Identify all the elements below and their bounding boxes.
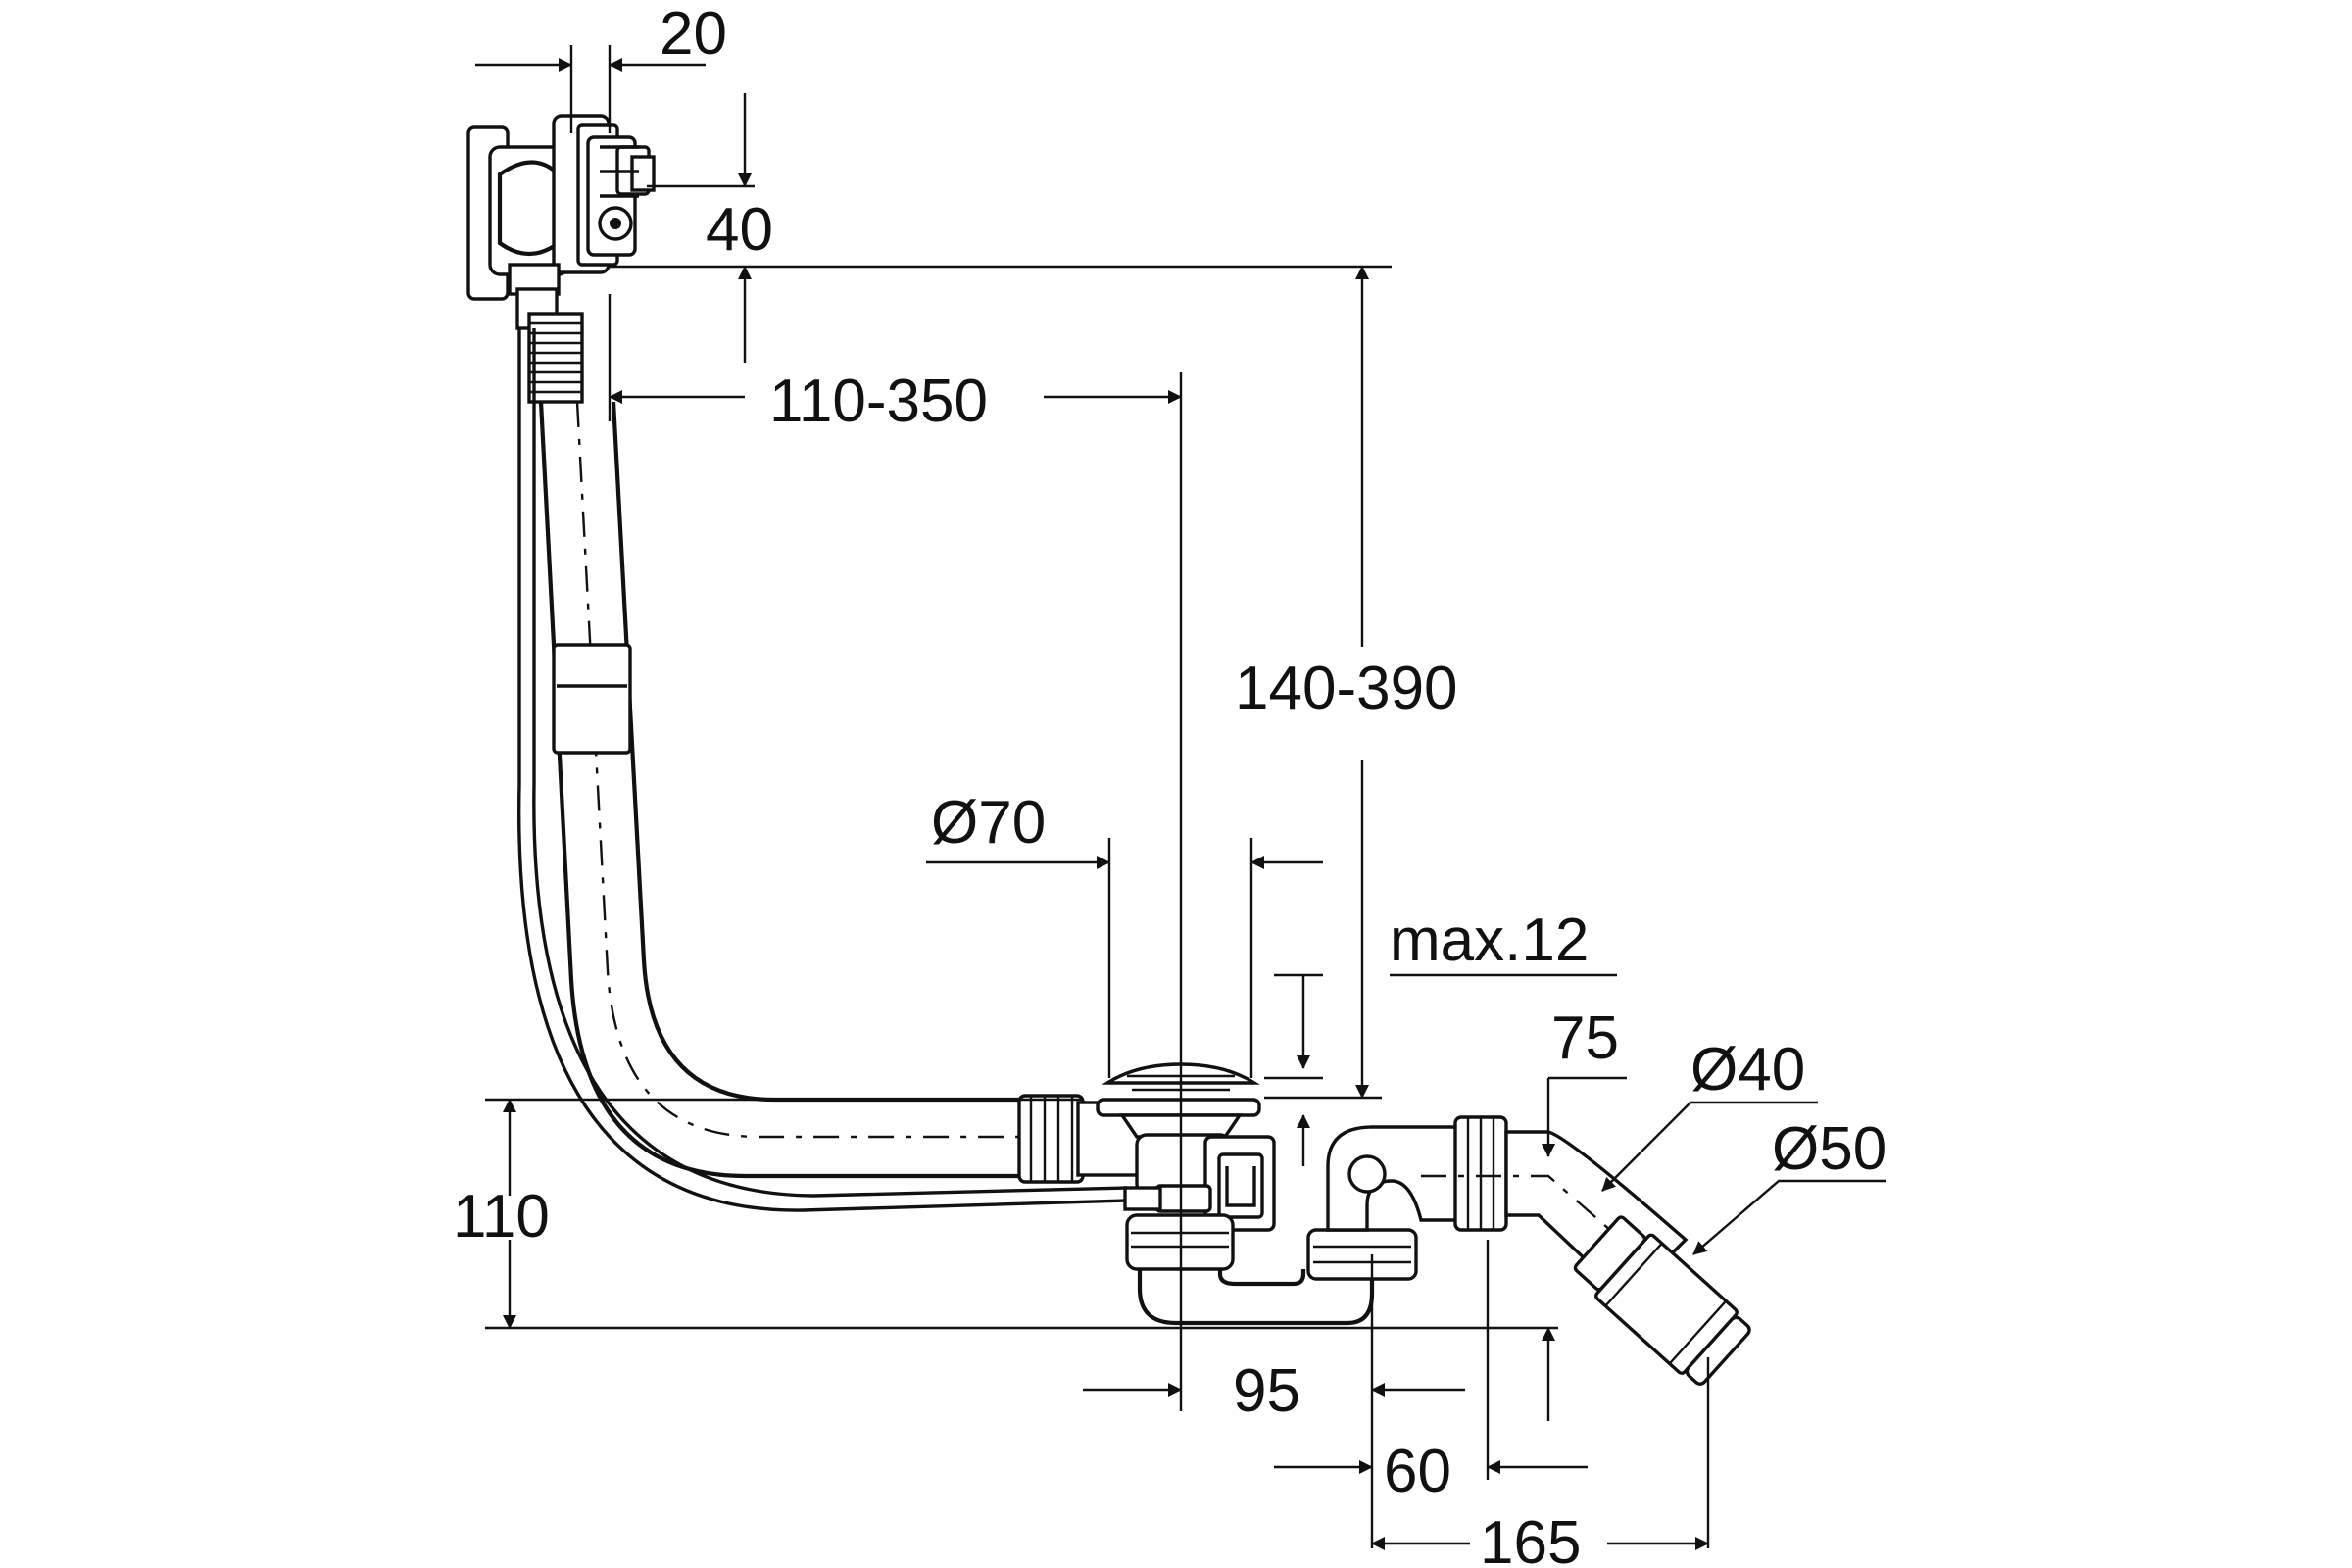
label-diameter-50: Ø50: [1772, 1115, 1886, 1183]
overflow-head: [466, 114, 656, 330]
label-75: 75: [1551, 1004, 1619, 1072]
label-60: 60: [1384, 1438, 1451, 1505]
product-outline: [466, 114, 1751, 1386]
valve-body: [1123, 1135, 1276, 1232]
dimension-labels: 20 40 110-350 140-390 Ø70 max.12 110 95 …: [453, 0, 1886, 1568]
label-95: 95: [1233, 1357, 1300, 1425]
label-110-350: 110-350: [769, 368, 988, 435]
label-165: 165: [1480, 1509, 1581, 1568]
flexible-hose-top: [527, 312, 584, 404]
label-40: 40: [706, 196, 773, 264]
label-140-390: 140-390: [1235, 655, 1458, 722]
label-20: 20: [660, 0, 727, 68]
label-diameter-70: Ø70: [931, 789, 1046, 857]
bowden-cable: [516, 328, 1128, 1212]
dimension-lines: [475, 45, 1886, 1550]
label-110: 110: [453, 1183, 550, 1250]
outlet-nut-and-pipe: [1421, 1115, 1751, 1386]
label-max-12: max.12: [1390, 906, 1589, 974]
label-diameter-40: Ø40: [1690, 1036, 1805, 1103]
trap-siphon: [1125, 1125, 1462, 1326]
